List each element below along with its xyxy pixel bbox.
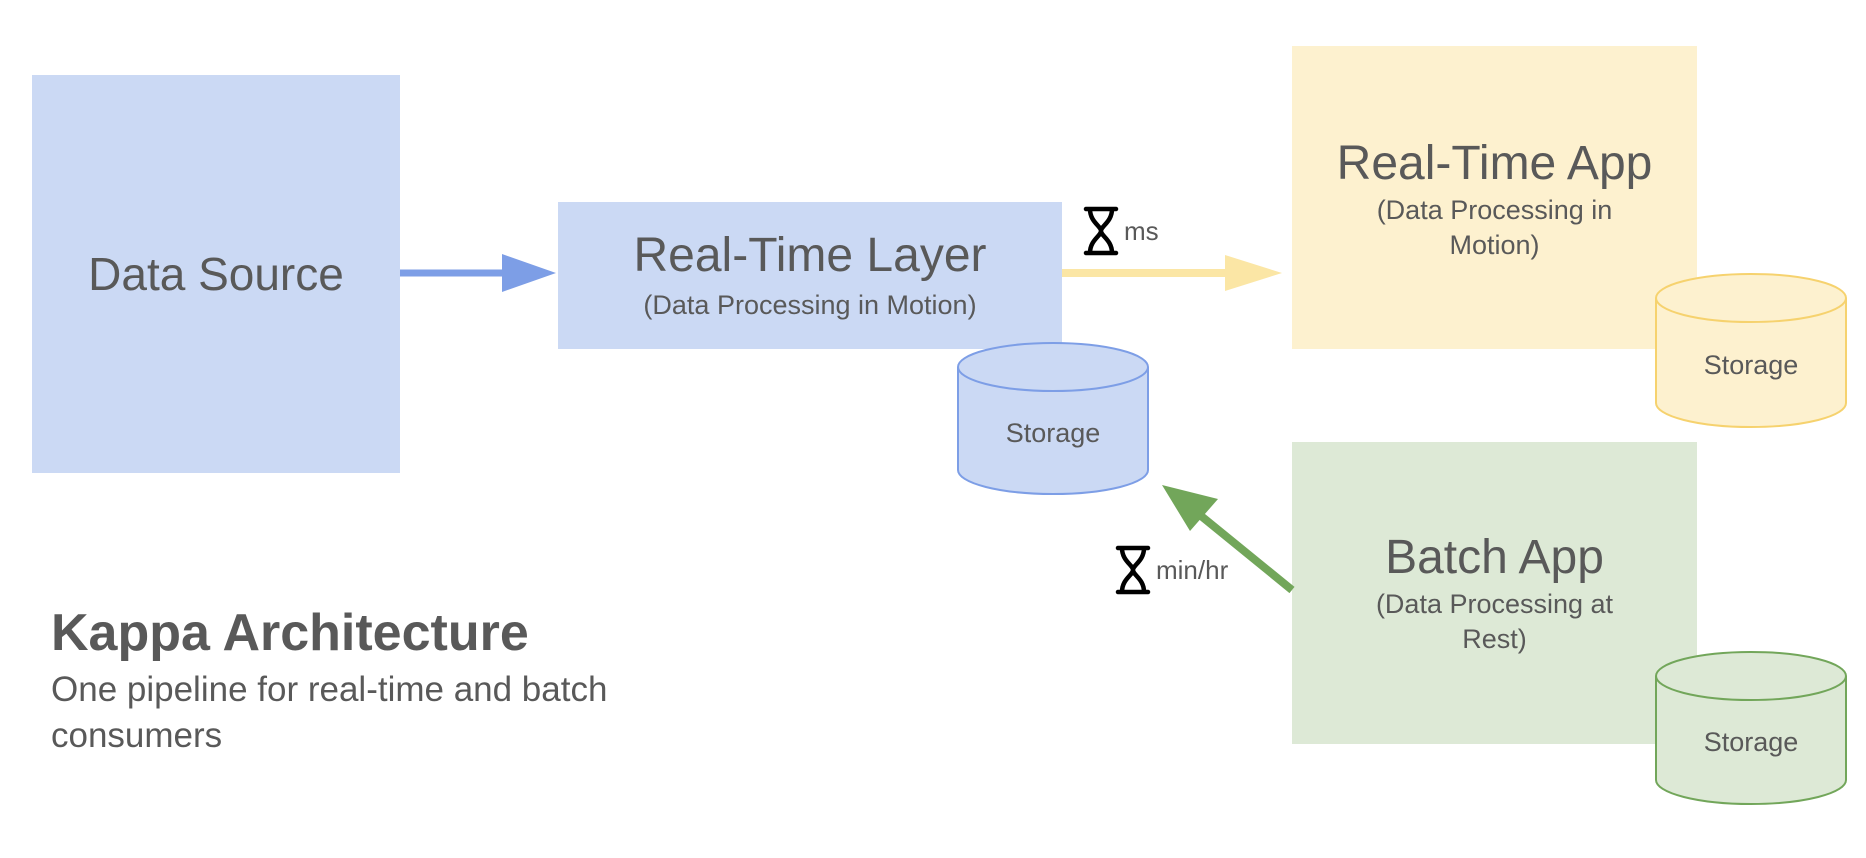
batch-app-subtitle: (Data Processing at Rest): [1375, 589, 1614, 655]
batch-app-box: Batch App (Data Processing at Rest): [1292, 442, 1697, 744]
batch-app-title: Batch App: [1385, 531, 1604, 584]
realtime-app-title: Real-Time App: [1336, 137, 1653, 190]
realtime-latency-label: ms: [1124, 216, 1159, 246]
diagram-title: Kappa Architecture: [51, 604, 529, 662]
hourglass-icon: [1083, 206, 1119, 256]
diagram-subtitle: One pipeline for real-time and batch con…: [51, 670, 608, 755]
realtime-layer-title: Real-Time Layer: [633, 229, 987, 283]
batch-latency-label: min/hr: [1156, 555, 1229, 585]
realtime-layer-subtitle: (Data Processing in Motion): [643, 289, 977, 320]
realtime-app-storage-label: Storage: [1703, 350, 1799, 380]
layer-storage-label: Storage: [1005, 418, 1101, 448]
source-to-layer-arrow: [400, 254, 556, 292]
realtime-layer-box: Real-Time Layer (Data Processing in Moti…: [558, 202, 1062, 349]
data-source-box: Data Source: [32, 75, 400, 473]
layer-to-realtime-app-arrow: [1062, 255, 1282, 291]
data-source-title: Data Source: [88, 247, 344, 300]
realtime-app-box: Real-Time App (Data Processing in Motion…: [1292, 46, 1697, 349]
batch-app-storage-label: Storage: [1703, 727, 1799, 757]
hourglass-icon: [1115, 545, 1151, 595]
realtime-app-subtitle: (Data Processing in Motion): [1376, 195, 1613, 261]
